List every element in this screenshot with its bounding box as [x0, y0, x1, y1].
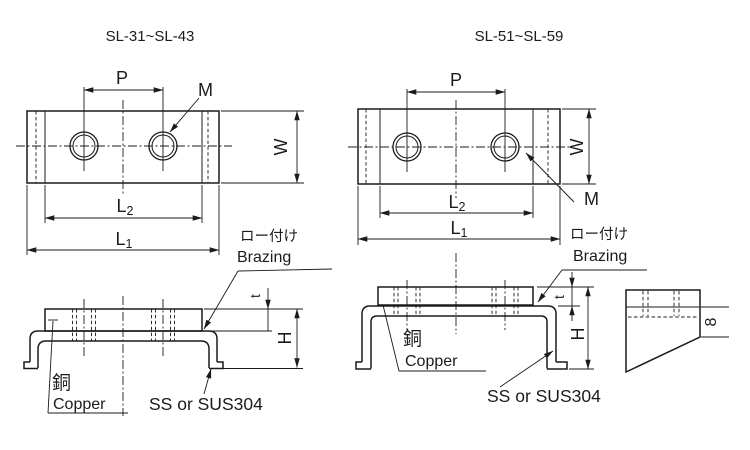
dim-l2: L2	[44, 185, 203, 223]
right-title: SL-51~SL-59	[475, 28, 564, 45]
dim-l2-label: L2	[449, 192, 466, 214]
dim-l1: L1	[26, 185, 220, 255]
brazing-label-jp: ロー付け	[570, 226, 628, 243]
copper-callout: 銅 Copper	[47, 319, 128, 414]
material-label: SS or SUS304	[149, 394, 263, 414]
callout-m: M	[525, 152, 599, 209]
material-callout: SS or SUS304	[149, 368, 263, 414]
copper-callout: 銅 Copper	[382, 304, 486, 372]
left-drawing: SL-31~SL-43 P	[16, 28, 333, 416]
right-top-view: P M W L2	[348, 70, 599, 245]
dim-m-label: M	[584, 189, 599, 209]
dim-l1: L1	[357, 186, 561, 245]
dim-w: W	[562, 108, 596, 185]
dim-h-label: H	[568, 328, 588, 341]
left-hidden-holes	[72, 309, 175, 341]
dim-w-label: W	[567, 139, 587, 156]
dim-l1-label: L1	[451, 218, 468, 240]
dim-t: t	[537, 272, 594, 321]
dim-l2: L2	[379, 186, 534, 218]
dim-p-label: P	[450, 70, 462, 90]
right-plate-outline	[357, 108, 561, 185]
left-foot	[355, 361, 371, 370]
right-copper-plate	[377, 286, 534, 306]
dim-m-label: M	[198, 80, 213, 100]
dim-p-label: P	[116, 68, 128, 88]
left-title: SL-31~SL-43	[106, 28, 195, 45]
copper-label-en: Copper	[405, 353, 458, 370]
dim-l2-label: L2	[117, 196, 134, 218]
end-view: 8	[625, 289, 729, 374]
dim-w: W	[221, 110, 304, 184]
left-copper-plate	[44, 308, 203, 332]
brazing-label-jp: ロー付け	[240, 228, 298, 245]
dim-t-label: t	[247, 294, 263, 298]
right-foot	[209, 361, 224, 370]
dim-w-label: W	[271, 139, 291, 156]
right-side-view: t H ロー付け Brazing 銅 Copper SS o	[355, 226, 647, 406]
dim-h: H	[568, 286, 594, 370]
end-thickness-label: 8	[703, 317, 720, 326]
dim-8: 8	[701, 306, 729, 338]
copper-label-jp: 銅	[52, 372, 71, 394]
dim-t-label: t	[551, 295, 567, 299]
left-top-view: P M W L2	[16, 68, 304, 255]
left-bracket	[23, 330, 224, 370]
copper-label-jp: 銅	[403, 328, 422, 350]
copper-label-en: Copper	[53, 396, 106, 413]
end-view-outline	[625, 289, 701, 374]
brazing-label-en: Brazing	[573, 248, 627, 265]
right-bracket	[355, 305, 568, 370]
end-view-hidden-holes	[642, 291, 680, 316]
dim-t: t	[204, 288, 303, 332]
right-hidden-holes	[393, 287, 519, 316]
brazing-callout: ロー付け Brazing	[537, 226, 647, 303]
right-foot	[547, 361, 568, 370]
brazing-callout: ロー付け Brazing	[203, 228, 333, 330]
right-drawing: SL-51~SL-59 P	[348, 28, 729, 406]
dim-h: H	[219, 308, 303, 369]
dim-p: P	[406, 70, 506, 172]
material-label: SS or SUS304	[487, 386, 601, 406]
dim-l1-label: L1	[116, 229, 133, 251]
left-side-view: t H ロー付け Brazing 銅 Copper	[23, 228, 333, 416]
dim-p: P	[83, 68, 164, 171]
left-foot	[23, 361, 38, 370]
dim-h-label: H	[275, 332, 295, 345]
callout-m: M	[169, 80, 213, 133]
material-callout: SS or SUS304	[487, 350, 601, 406]
brazing-label-en: Brazing	[237, 249, 291, 266]
